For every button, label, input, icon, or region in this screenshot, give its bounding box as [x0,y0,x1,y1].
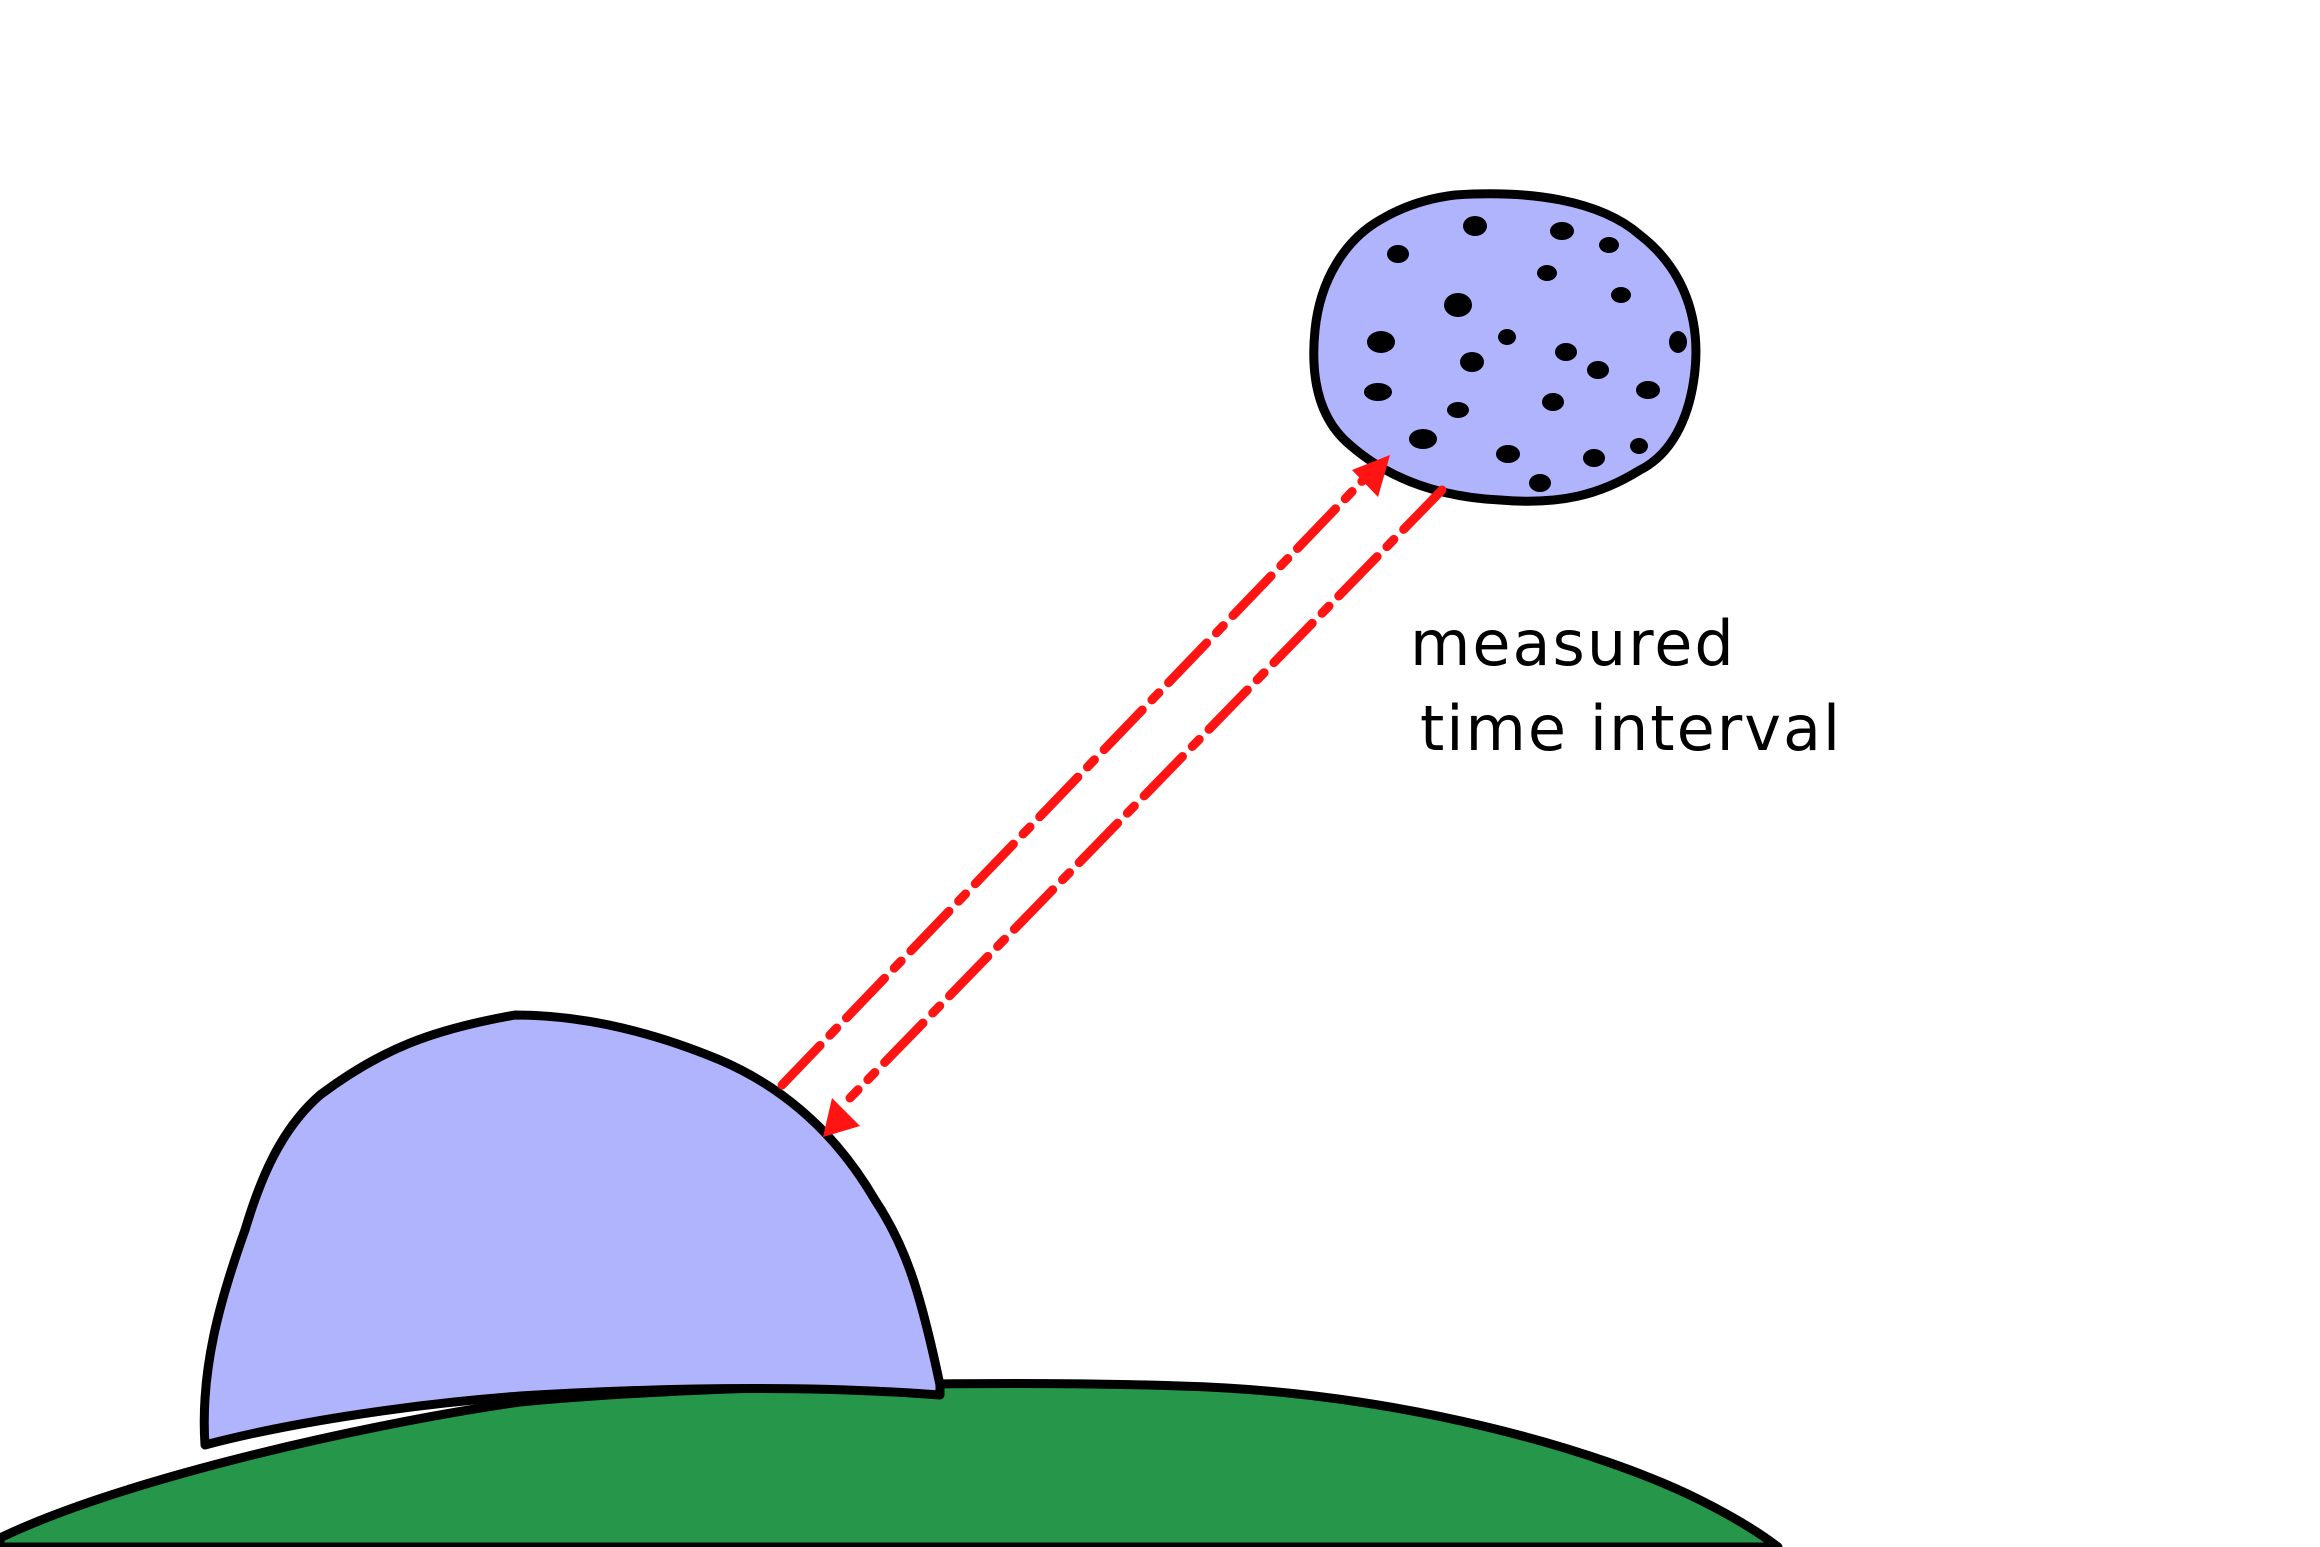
return-arrowhead-icon [823,1098,860,1137]
return-beam-line [845,485,1447,1103]
crater-8 [1611,287,1631,303]
crater-13 [1669,331,1687,353]
crater-12 [1587,361,1609,379]
annotation-line-2: time interval [1420,692,1842,765]
crater-1 [1387,245,1409,263]
moon [1309,189,1701,506]
crater-7 [1498,329,1516,345]
crater-22 [1529,474,1551,492]
crater-20 [1583,449,1605,467]
crater-5 [1537,265,1557,281]
crater-4 [1599,237,1619,253]
outgoing-beam [777,455,1390,1090]
crater-17 [1636,381,1660,399]
crater-21 [1630,438,1648,454]
crater-16 [1542,393,1564,411]
crater-6 [1444,293,1472,317]
crater-9 [1367,331,1395,353]
ground-hill [0,1379,1783,1547]
crater-3 [1550,222,1574,240]
annotation-line-1: measured [1410,607,1736,680]
crater-15 [1447,402,1469,418]
outgoing-arrowhead-icon [1352,455,1390,497]
observatory-dome [199,1010,945,1450]
crater-14 [1364,383,1392,401]
return-beam [823,485,1447,1137]
crater-10 [1460,352,1484,372]
crater-19 [1496,445,1520,463]
outgoing-beam-line [777,470,1373,1090]
crater-18 [1409,429,1437,449]
crater-11 [1555,343,1577,361]
crater-2 [1463,216,1487,236]
moon-craters [1364,216,1687,492]
moon-body [1309,189,1701,506]
